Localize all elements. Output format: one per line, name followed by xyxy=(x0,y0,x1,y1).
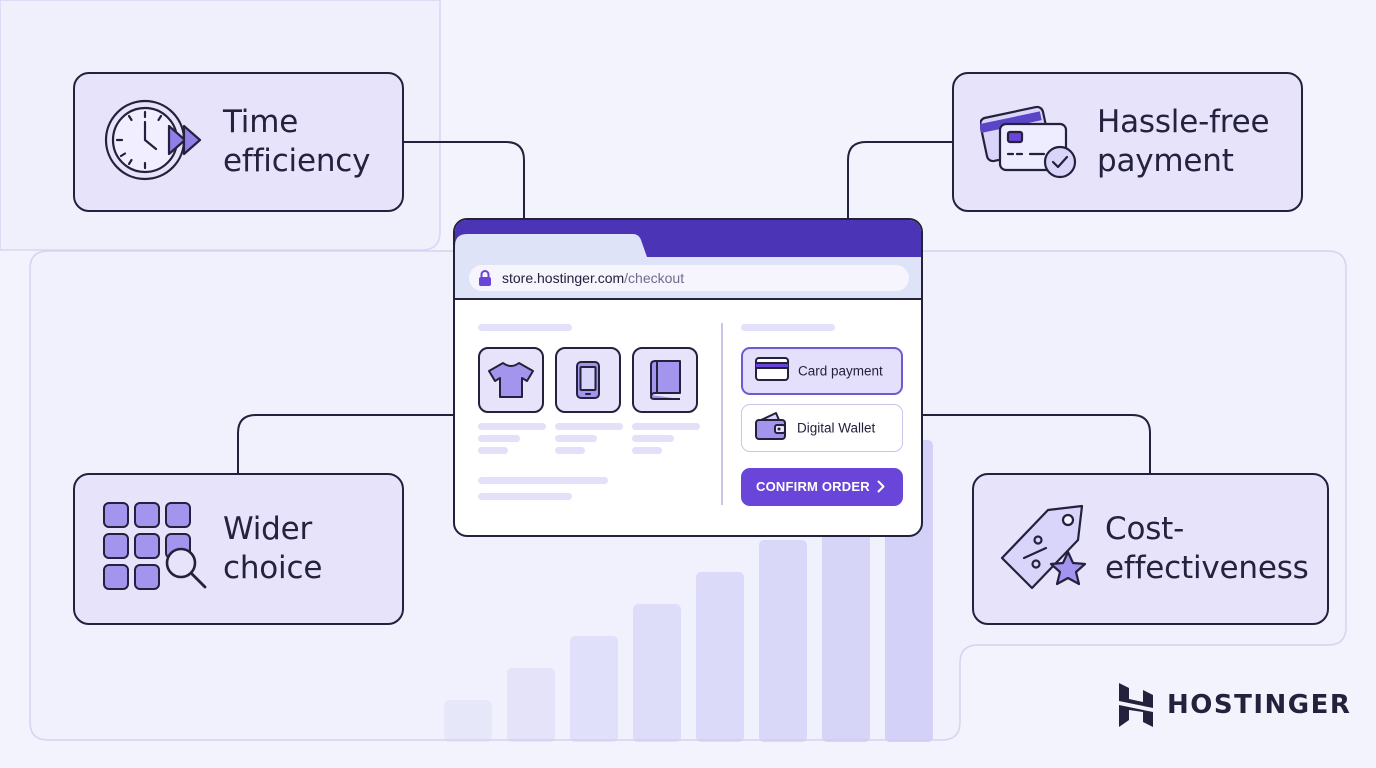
feature-label-time-efficiency: Time efficiency xyxy=(223,104,371,179)
credit-cards-check-icon xyxy=(979,98,1084,186)
text-placeholder xyxy=(555,447,585,454)
product-tile-smartphone[interactable] xyxy=(555,347,621,413)
text-placeholder xyxy=(741,324,835,331)
feature-card-time-efficiency: Time efficiency xyxy=(73,72,404,212)
price-tag-star-icon xyxy=(998,500,1098,598)
wallet-icon xyxy=(754,411,788,445)
text-placeholder xyxy=(478,493,572,500)
feature-card-hassle-free-payment: Hassle-free payment xyxy=(952,72,1303,212)
text-placeholder xyxy=(555,423,623,430)
product-tile-book[interactable] xyxy=(632,347,698,413)
text-placeholder xyxy=(555,435,597,442)
feature-label-cost-effectiveness: Cost- effectiveness xyxy=(1105,511,1309,586)
connector-lines xyxy=(237,141,1151,474)
text-placeholder xyxy=(632,423,700,430)
connector-choice xyxy=(237,414,455,474)
payment-option-digital-wallet[interactable]: Digital Wallet xyxy=(741,404,903,452)
feature-card-cost-effectiveness: Cost- effectiveness xyxy=(972,473,1329,625)
confirm-order-label: CONFIRM ORDER xyxy=(756,479,870,494)
feature-card-wider-choice: Wider choice xyxy=(73,473,404,625)
clock-fast-forward-icon xyxy=(103,98,211,186)
payment-option-label: Card payment xyxy=(798,363,883,379)
brand-name: HOSTINGER xyxy=(1167,690,1352,720)
text-placeholder xyxy=(478,477,608,484)
text-placeholder xyxy=(478,423,546,430)
text-placeholder xyxy=(632,447,662,454)
growth-bar xyxy=(822,508,870,742)
url-path: /checkout xyxy=(624,270,685,286)
text-placeholder xyxy=(478,435,520,442)
growth-bar xyxy=(444,700,492,742)
url-text: store.hostinger.com/checkout xyxy=(502,269,684,287)
browser-window: store.hostinger.com/checkout xyxy=(453,218,923,537)
chevron-right-icon xyxy=(877,480,885,496)
connector-payment xyxy=(847,141,953,220)
address-bar[interactable]: store.hostinger.com/checkout xyxy=(469,265,909,291)
growth-bar xyxy=(696,572,744,742)
growth-bar xyxy=(759,540,807,742)
text-placeholder xyxy=(478,324,572,331)
product-tile-t-shirt[interactable] xyxy=(478,347,544,413)
hostinger-logo-icon xyxy=(1117,683,1155,731)
connector-cost xyxy=(921,414,1151,474)
growth-bar xyxy=(633,604,681,742)
growth-bar xyxy=(507,668,555,742)
credit-card-icon xyxy=(755,357,789,385)
text-placeholder xyxy=(632,435,674,442)
growth-bar xyxy=(570,636,618,742)
grid-search-icon xyxy=(102,501,210,597)
url-host: store.hostinger.com xyxy=(502,270,625,286)
payment-option-label: Digital Wallet xyxy=(797,420,876,436)
feature-label-wider-choice: Wider choice xyxy=(223,511,323,586)
payment-option-card[interactable]: Card payment xyxy=(741,347,903,395)
connector-time xyxy=(403,141,525,220)
lock-icon xyxy=(478,270,492,290)
confirm-order-button[interactable]: CONFIRM ORDER xyxy=(741,468,903,506)
text-placeholder xyxy=(478,447,508,454)
column-divider xyxy=(721,323,723,505)
feature-label-hassle-free-payment: Hassle-free payment xyxy=(1097,104,1270,179)
